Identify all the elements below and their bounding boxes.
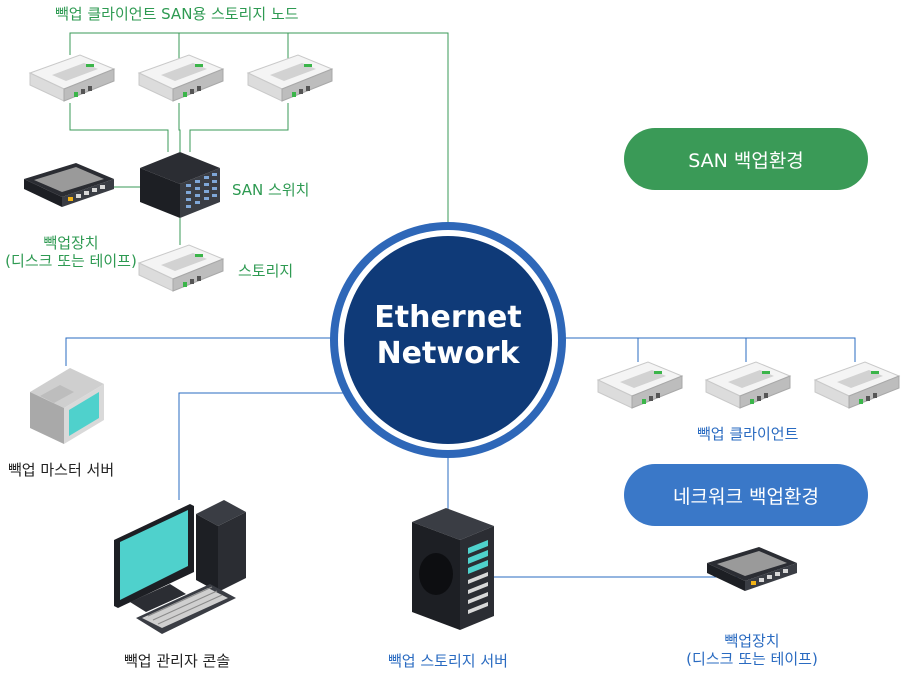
tower-server-icon bbox=[412, 508, 494, 630]
storage-node-icon bbox=[29, 54, 115, 102]
backup-device-left-line1: 빽업장치 bbox=[43, 234, 99, 252]
monitor-icon bbox=[30, 368, 104, 444]
san-switch-icon bbox=[140, 152, 220, 218]
san-switch-label: SAN 스위치 bbox=[232, 181, 310, 199]
san-environment-badge: SAN 백업환경 bbox=[624, 128, 868, 190]
backup-admin-console-label: 빽업 관리자 콘솔 bbox=[124, 652, 231, 670]
san-connections bbox=[69, 32, 449, 245]
storage-node-icon bbox=[138, 244, 224, 292]
backup-master-server-label: 빽업 마스터 서버 bbox=[8, 461, 115, 479]
storage-node-icon bbox=[814, 361, 900, 409]
storage-node-icon bbox=[138, 54, 224, 102]
ethernet-network-hub bbox=[330, 222, 566, 458]
backup-device-left-label: 빽업장치 (디스크 또는 테이프) bbox=[0, 234, 142, 270]
hub-label-line1: Ethernet bbox=[374, 300, 522, 335]
network-environment-badge: 네크워크 백업환경 bbox=[624, 464, 868, 526]
hub-label-line2: Network bbox=[376, 336, 520, 371]
san-storage-nodes-label: 빽업 클라이언트 SAN용 스토리지 노드 bbox=[55, 5, 299, 23]
storage-label: 스토리지 bbox=[238, 262, 294, 280]
storage-node-icon bbox=[597, 361, 683, 409]
backup-device-right-line1: 빽업장치 bbox=[724, 632, 780, 650]
storage-node-icon bbox=[247, 54, 333, 102]
backup-device-icon bbox=[24, 163, 114, 207]
desktop-pc-icon bbox=[114, 500, 246, 634]
backup-device-right-line2: (디스크 또는 테이프) bbox=[686, 650, 818, 668]
network-connections bbox=[65, 337, 856, 578]
backup-device-icon bbox=[707, 547, 797, 591]
backup-client-label: 빽업 클라이언트 bbox=[697, 425, 799, 443]
backup-device-right-label: 빽업장치 (디스크 또는 테이프) bbox=[680, 632, 824, 668]
storage-node-icon bbox=[705, 361, 791, 409]
backup-storage-server-label: 빽업 스토리지 서버 bbox=[388, 652, 508, 670]
backup-device-left-line2: (디스크 또는 테이프) bbox=[5, 252, 137, 270]
hub-label: Ethernet Network bbox=[330, 300, 566, 372]
